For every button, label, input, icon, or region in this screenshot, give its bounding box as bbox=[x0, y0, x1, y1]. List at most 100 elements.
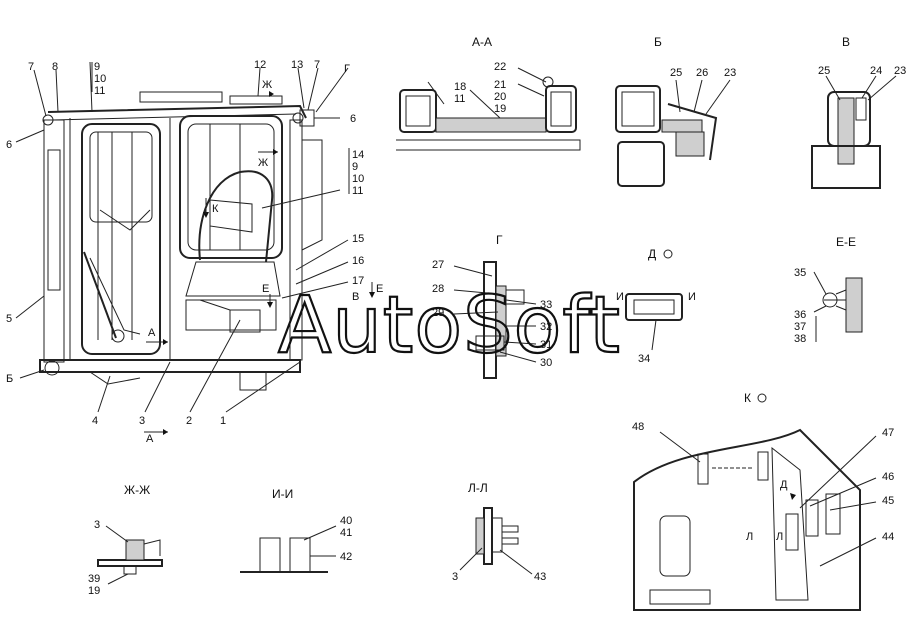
section-marker-l-left: Л bbox=[746, 531, 753, 543]
section-ii: И-И 40 41 42 bbox=[240, 487, 352, 573]
callout-3-ll: 3 bbox=[452, 571, 458, 583]
callout-5: 5 bbox=[6, 313, 12, 325]
section-marker-zh: Ж bbox=[258, 157, 268, 169]
callout-9-right: 9 bbox=[352, 161, 358, 173]
section-marker-e-right: Е bbox=[376, 283, 383, 295]
callout-25-b: 25 bbox=[670, 67, 682, 79]
view-d: Д И И 34 bbox=[616, 247, 696, 365]
section-marker-e: Е bbox=[262, 283, 269, 295]
view-v: В 25 24 23 bbox=[811, 35, 906, 189]
section-aa: А-А 22 21 20 19 18 11 bbox=[396, 35, 581, 151]
callout-15: 15 bbox=[352, 233, 364, 245]
section-aa-title: А-А bbox=[472, 35, 492, 49]
view-b-title: Б bbox=[654, 35, 662, 49]
callout-44: 44 bbox=[882, 531, 894, 543]
callout-6-right: 6 bbox=[350, 113, 356, 125]
view-marker-g: Г bbox=[344, 63, 350, 75]
callout-16: 16 bbox=[352, 255, 364, 267]
callout-7-right: 7 bbox=[314, 59, 320, 71]
section-ll: Л-Л 3 43 bbox=[452, 481, 546, 583]
callout-19: 19 bbox=[494, 103, 506, 115]
view-k-title: К bbox=[744, 391, 751, 405]
view-marker-k: К bbox=[212, 203, 219, 215]
section-zhzh-title: Ж-Ж bbox=[124, 483, 150, 497]
callout-38: 38 bbox=[794, 333, 806, 345]
callout-40: 40 bbox=[340, 515, 352, 527]
main-view-callouts: 7 8 9 10 11 6 5 4 3 2 1 12 13 7 6 14 9 1… bbox=[6, 59, 364, 427]
section-marker-a-bottom: А bbox=[146, 433, 154, 445]
callout-23-v: 23 bbox=[894, 65, 906, 77]
view-v-title: В bbox=[842, 35, 850, 49]
callout-41: 41 bbox=[340, 527, 352, 539]
callout-25-v: 25 bbox=[818, 65, 830, 77]
callout-46: 46 bbox=[882, 471, 894, 483]
view-k: К 48 47 46 45 44 Д Л Л bbox=[632, 391, 894, 611]
callout-36: 36 bbox=[794, 309, 806, 321]
view-b: Б 25 26 23 bbox=[615, 35, 736, 187]
callout-29: 29 bbox=[432, 307, 444, 319]
callout-10: 10 bbox=[94, 73, 106, 85]
callout-27: 27 bbox=[432, 259, 444, 271]
callout-30: 30 bbox=[540, 357, 552, 369]
callout-14: 14 bbox=[352, 149, 364, 161]
section-ll-title: Л-Л bbox=[468, 481, 488, 495]
view-g-title: Г bbox=[496, 233, 503, 247]
autosoft-watermark: AutoSoft bbox=[278, 281, 621, 371]
view-marker-b: Б bbox=[6, 373, 13, 385]
callout-32: 32 bbox=[540, 321, 552, 333]
callout-10-right: 10 bbox=[352, 173, 364, 185]
callout-43: 43 bbox=[534, 571, 546, 583]
callout-7: 7 bbox=[28, 61, 34, 73]
callout-13: 13 bbox=[291, 59, 303, 71]
callout-11-aa: 11 bbox=[454, 93, 465, 105]
callout-34: 34 bbox=[638, 353, 650, 365]
callout-3-zh: 3 bbox=[94, 519, 100, 531]
callout-39: 39 bbox=[88, 573, 100, 585]
callout-45: 45 bbox=[882, 495, 894, 507]
callout-47: 47 bbox=[882, 427, 894, 439]
section-marker-zh-top: Ж bbox=[262, 79, 272, 91]
callout-28: 28 bbox=[432, 283, 444, 295]
callout-48: 48 bbox=[632, 421, 644, 433]
view-marker-d: Д bbox=[780, 479, 788, 491]
callout-31: 31 bbox=[540, 339, 552, 351]
view-g: Г 27 28 29 33 32 31 30 bbox=[432, 233, 552, 379]
callout-37: 37 bbox=[794, 321, 806, 333]
callout-20: 20 bbox=[494, 91, 506, 103]
callout-2: 2 bbox=[186, 415, 192, 427]
view-d-title: Д bbox=[648, 247, 656, 261]
callout-1: 1 bbox=[220, 415, 226, 427]
callout-22: 22 bbox=[494, 61, 506, 73]
section-marker-l-right: Л bbox=[776, 531, 783, 543]
callout-8: 8 bbox=[52, 61, 58, 73]
section-marker-a: А bbox=[148, 327, 156, 339]
section-zhzh: Ж-Ж 3 39 19 bbox=[88, 483, 163, 597]
callout-11-right: 11 bbox=[352, 185, 363, 197]
section-ee: Е-Е 35 36 37 38 bbox=[794, 235, 863, 345]
callout-21: 21 bbox=[494, 79, 506, 91]
callout-17: 17 bbox=[352, 275, 364, 287]
main-cab-view bbox=[15, 61, 350, 413]
callout-4: 4 bbox=[92, 415, 98, 427]
callout-9: 9 bbox=[94, 61, 100, 73]
section-marker-i-left: И bbox=[616, 291, 624, 303]
callout-12: 12 bbox=[254, 59, 266, 71]
callout-19-zh: 19 bbox=[88, 585, 100, 597]
callout-3: 3 bbox=[139, 415, 145, 427]
section-ee-title: Е-Е bbox=[836, 235, 856, 249]
section-markers-main: А А Ж Ж К Е Е В Б Г bbox=[6, 63, 383, 445]
callout-24: 24 bbox=[870, 65, 882, 77]
callout-35: 35 bbox=[794, 267, 806, 279]
callout-23-b: 23 bbox=[724, 67, 736, 79]
section-marker-i-right: И bbox=[688, 291, 696, 303]
callout-26: 26 bbox=[696, 67, 708, 79]
callout-6-left: 6 bbox=[6, 139, 12, 151]
callout-18: 18 bbox=[454, 81, 466, 93]
callout-42: 42 bbox=[340, 551, 352, 563]
section-ii-title: И-И bbox=[272, 487, 293, 501]
view-marker-v: В bbox=[352, 291, 359, 303]
callout-11: 11 bbox=[94, 85, 105, 97]
callout-33: 33 bbox=[540, 299, 552, 311]
